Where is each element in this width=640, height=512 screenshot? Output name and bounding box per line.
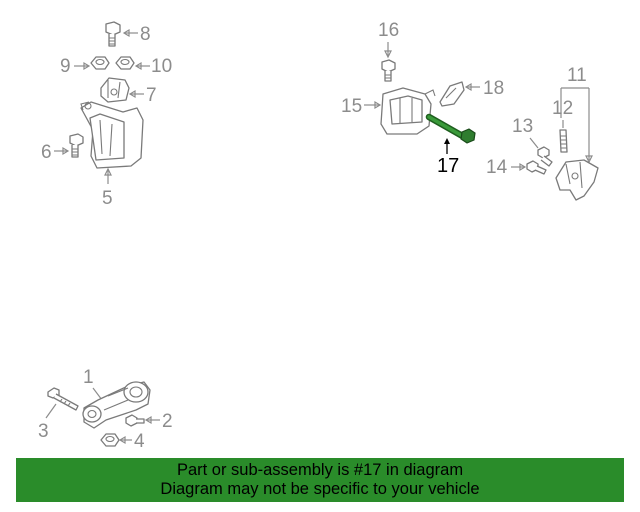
callout-14: 14 [486, 157, 508, 178]
callout-7: 7 [146, 85, 157, 106]
part-1-torque-rod[interactable] [82, 381, 151, 429]
leader-1 [92, 387, 103, 401]
part-10-nut[interactable] [115, 56, 135, 70]
callout-11: 11 [567, 65, 587, 86]
callout-8: 8 [140, 24, 151, 45]
info-banner: Part or sub-assembly is #17 in diagram D… [16, 458, 624, 502]
part-2-bolt[interactable] [125, 414, 145, 427]
part-15-transmission-mount[interactable] [380, 87, 436, 135]
torque-rod-assembly: 1 3 2 [38, 367, 173, 452]
part-12-stud[interactable] [559, 129, 568, 153]
callout-15: 15 [341, 96, 362, 117]
callout-10: 10 [151, 56, 172, 77]
banner-line-part-number: Part or sub-assembly is #17 in diagram [176, 461, 464, 479]
part-9-nut[interactable] [90, 56, 110, 70]
callout-4: 4 [134, 431, 145, 452]
part-14-bolt[interactable] [526, 160, 547, 175]
callout-12: 12 [552, 98, 573, 119]
callout-13: 13 [512, 116, 533, 137]
callout-5: 5 [102, 188, 113, 209]
callout-18: 18 [483, 78, 504, 99]
callout-6: 6 [41, 142, 52, 163]
callout-17: 17 [437, 155, 459, 177]
part-7-bracket[interactable] [100, 77, 130, 103]
part-4-nut[interactable] [100, 433, 120, 447]
part-5-engine-mount[interactable] [80, 101, 144, 169]
part-3-bolt[interactable] [47, 387, 79, 411]
leader-13 [529, 137, 539, 149]
callout-3: 3 [38, 421, 49, 442]
mount-assembly-left: 8 9 10 7 [41, 21, 172, 209]
callout-2: 2 [162, 411, 173, 432]
callout-9: 9 [60, 56, 71, 77]
callout-16: 16 [378, 20, 399, 41]
part-13-bolt[interactable] [537, 146, 553, 167]
mount-assembly-right: 11 12 13 14 [486, 65, 599, 201]
part-16-bolt[interactable] [381, 59, 396, 82]
part-8-bolt[interactable] [105, 21, 121, 47]
mount-assembly-center: 16 15 18 [341, 20, 504, 177]
part-11-bracket[interactable] [555, 159, 599, 201]
callout-1: 1 [83, 367, 94, 388]
part-18-bracket[interactable] [439, 81, 465, 107]
leader-11 [560, 87, 590, 160]
part-17-bolt-highlighted[interactable] [425, 113, 476, 144]
part-6-bolt[interactable] [69, 133, 84, 158]
leader-3 [45, 403, 57, 419]
banner-line-disclaimer: Diagram may not be specific to your vehi… [160, 480, 480, 498]
